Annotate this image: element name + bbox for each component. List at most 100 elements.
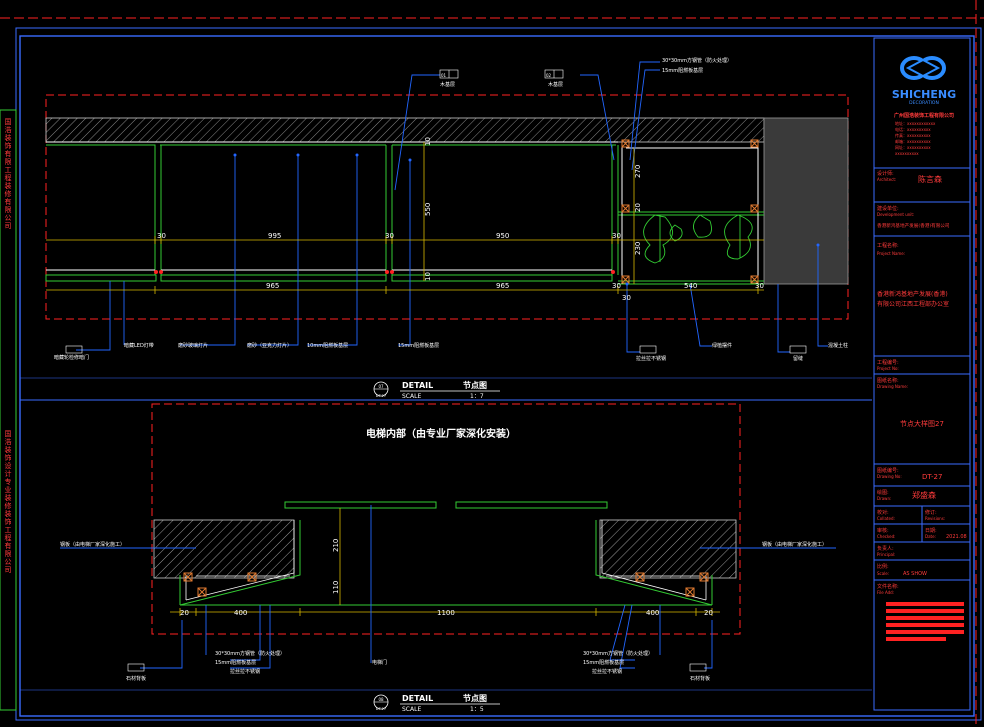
label-b-stone-r: 石材背板 [690,675,710,682]
detail-bottom-bubble-sheet: DT-27 [376,707,386,711]
ref-tag-1-no: 01 [441,73,447,78]
drawn-value: 郑盛森 [912,490,936,500]
revision-label: 修订: [925,509,937,516]
drawing-no-label: 图纸编号: [877,467,899,474]
plant-drawing [643,214,753,264]
collated-label: 校对: [877,509,889,516]
designer-label-en: Architect: [877,177,896,182]
file-redacted-bars [886,602,964,641]
label-ss-trim: 拉丝拉不锈钢 [636,355,666,362]
project-label: 工程名称: [877,242,899,249]
detail-bottom-title-text: DETAIL [402,694,433,703]
company-name-en: SHICHENG [892,88,956,101]
label-b-plywood-r: 15mm阻燃板基层 [583,659,624,666]
dim-995: 995 [268,232,281,240]
label-concrete-col: 混凝土柱 [828,342,848,349]
label-plywood-10: 10mm阻燃板基层 [307,342,348,349]
drawing-name-value: 节点大样图27 [900,419,944,428]
checked-label-en: Checked: [877,534,896,539]
dim-b-400b: 400 [646,609,659,617]
scale-label: 比例: [877,563,889,570]
revision-label-en: Revisions: [925,516,945,521]
scale-value: AS SHOW [903,571,927,577]
file-label-en: File Add: [877,590,894,595]
detail-top-title-cn: 节点图 [463,380,487,390]
detail-bottom-scale-value: 1：5 [470,706,484,713]
detail-top-scale-value: 1：7 [470,393,484,400]
company-logo [900,56,946,80]
dim-b-v210: 210 [332,539,340,552]
label-hidden-door: 暗藏轮检修暗门 [54,354,89,361]
label-frosted-glass: 磨砂玻璃灯片 [178,342,208,349]
dim-v550: 550 [424,203,432,216]
dim-v10: 10 [424,137,432,146]
label-steel-tube: 30*30mm方钢管（防火处理） [662,57,732,64]
employer-label: 建设单位: [877,205,899,212]
drawn-label-en: Drawn: [877,496,891,501]
date-label: 日期: [925,528,937,534]
label-plywood-15: 15mm阻燃板基层 [662,67,703,74]
dim-30e: 30 [755,282,764,290]
detail-top-scale-label: SCALE [402,393,421,400]
checked-label: 审核: [877,527,889,534]
concrete-column [763,117,849,285]
dim-30b: 30 [385,232,394,240]
dim-965b: 965 [496,282,509,290]
principal-label-en: Principal: [877,552,895,557]
dim-b-1100: 1100 [437,609,455,617]
label-b-ss-l: 拉丝拉不锈钢 [230,668,260,675]
drawing-name-label: 图纸名称: [877,377,899,384]
drawn-label: 绘图: [877,489,889,496]
dim-30c: 30 [612,232,621,240]
label-wood-base-2: 木基层 [548,81,563,88]
file-label: 文件名称: [877,583,899,590]
dim-b-400a: 400 [234,609,247,617]
employer-label-en: Development unit: [877,212,914,217]
detail-bottom-scale-label: SCALE [402,706,421,713]
detail-top-title-text: DETAIL [402,381,433,390]
contact-line: 电话：xxxxxxxxxx [895,126,931,132]
dim-b-20b: 20 [704,609,713,617]
left-margin-lower-text: 国浩装饰设计专业装修装饰工程有限公司 [4,430,12,574]
dim-30d: 30 [612,282,621,290]
project-no-label-en: Project No: [877,366,899,371]
ref-tag-2: 02 [544,69,564,79]
detail-bottom-drawing: 电梯内部（由专业厂家深化安装） [60,403,836,713]
ref-tag-1: 01 [439,69,459,79]
left-margin-strip: 国浩装饰有限工程装修有限公司 国浩装饰设计专业装修装饰工程有限公司 [0,109,17,711]
contact-line: xxxxxxxxxx [895,151,919,156]
detail-bottom-title-cn: 节点图 [463,693,487,703]
principal-label: 负责人: [877,545,894,552]
detail-bottom-bubble-no: 08 [378,697,384,702]
label-b-right-note: 钢板（由电梯厂家深化施工） [762,541,827,548]
label-b-ss-r: 拉丝拉不锈钢 [592,668,622,675]
bottom-heading: 电梯内部（由专业厂家深化安装） [366,427,516,440]
label-b-plywood-l: 15mm阻燃板基层 [215,659,256,666]
label-led-strip: 暗藏LED灯带 [124,342,154,349]
detail-top-title: 07 DT-27 DETAIL 节点图 SCALE 1：7 [373,380,500,400]
label-planter: 绿植摆件 [712,342,732,349]
label-b-elevator-door: 电梯门 [372,659,387,666]
label-b-steel-tube-l: 30*30mm方钢管（防火处理） [215,650,285,657]
ref-tag-2-no: 02 [546,73,552,78]
detail-bottom-title: 08 DT-27 DETAIL 节点图 SCALE 1：5 [373,693,500,713]
contact-line: 地址：xxxxxxxxxxxx [895,120,936,126]
date-label-en: Date: [925,534,936,539]
label-b-stone-l: 石材背板 [126,675,146,682]
dim-30f: 30 [622,294,631,302]
label-plywood-15b: 15mm阻燃板基层 [398,342,439,349]
drawing-name-label-en: Drawing Name: [877,384,908,389]
project-label-en: Project Name: [877,251,905,256]
dim-v230: 230 [634,242,642,255]
dim-v10b: 10 [424,272,432,281]
dim-30a: 30 [157,232,166,240]
detail-top-drawing: 30 995 30 950 30 965 965 30 540 30 30 10… [45,57,849,400]
elevator-door-panel-right [455,501,608,509]
dim-v270: 270 [634,165,642,178]
label-ceiling-seam: 留缝 [793,355,803,362]
label-b-left-note: 钢板（由电梯厂家深化施工） [60,541,125,548]
project-value-1: 香港新鸿基地产发展(香港) [877,290,948,298]
dim-b-20a: 20 [180,609,189,617]
